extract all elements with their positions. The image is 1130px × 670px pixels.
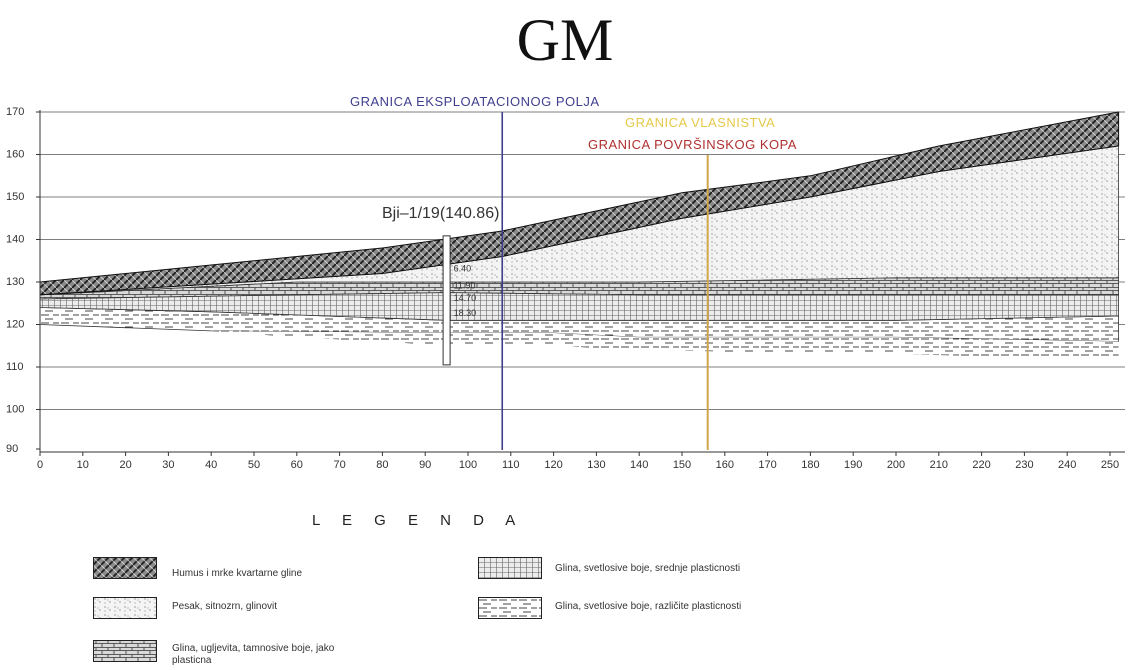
y-tick-label: 100 [6, 404, 24, 416]
legend-label-sand: Pesak, sitnozrn, glinovit [172, 601, 278, 612]
borehole-column [442, 235, 451, 366]
x-tick-label: 120 [544, 459, 562, 471]
legend-label-clay-variable: Glina, svetlosive boje, različite plasti… [555, 601, 742, 612]
y-tick-label: 120 [6, 319, 24, 331]
borehole-depth: 6.40 [454, 263, 472, 273]
borehole: Bji–1/19(140.86) 6.40 11.90 14.70 18.30 [382, 205, 499, 366]
x-tick-label: 210 [930, 459, 948, 471]
legend-swatch-coaly-clay [93, 640, 157, 662]
x-tick-label: 230 [1015, 459, 1033, 471]
legend-swatch-humus [93, 557, 157, 579]
legend-label-humus: Humus i mrke kvartarne gline [172, 568, 303, 579]
x-tick-label: 200 [887, 459, 905, 471]
x-tick-label: 50 [248, 459, 260, 471]
y-tick-label: 150 [6, 191, 24, 203]
legend-swatch-sand [93, 597, 157, 619]
x-tick-label: 30 [162, 459, 174, 471]
borehole-depth: 18.30 [454, 308, 477, 318]
x-tick-label: 180 [801, 459, 819, 471]
x-tick-label: 250 [1101, 459, 1119, 471]
borehole-depth: 14.70 [454, 293, 477, 303]
legend-label-clay-medium: Glina, svetlosive boje, srednje plasticn… [555, 563, 741, 574]
x-tick-label: 40 [205, 459, 217, 471]
x-tick-label: 170 [758, 459, 776, 471]
y-tick-label: 160 [6, 149, 24, 161]
x-axis-ticks: 0 10 20 30 40 50 60 70 80 90 100 110 120 130 140 150 160… [37, 452, 1119, 471]
exploitation-field-boundary-label: GRANICA EKSPLOATACIONOG POLJA [350, 94, 600, 109]
y-tick-label: 90 [6, 443, 18, 455]
x-tick-label: 240 [1058, 459, 1076, 471]
y-tick-label: 130 [6, 276, 24, 288]
legend-swatch-clay-variable [478, 597, 542, 619]
y-tick-label: 170 [6, 106, 24, 118]
x-tick-label: 220 [972, 459, 990, 471]
x-tick-label: 140 [630, 459, 648, 471]
x-tick-label: 20 [119, 459, 131, 471]
layer-humus [39, 111, 1120, 296]
x-tick-label: 160 [716, 459, 734, 471]
x-tick-label: 190 [844, 459, 862, 471]
x-tick-label: 100 [459, 459, 477, 471]
x-tick-label: 90 [419, 459, 431, 471]
y-axis-ticks: 170 160 150 140 130 120 110 100 90 [6, 106, 40, 455]
x-tick-label: 110 [502, 459, 520, 471]
x-tick-label: 10 [77, 459, 89, 471]
legend-swatch-clay-medium [478, 557, 542, 579]
legend-label-coaly-clay: Glina, ugljevita, tamnosive boje, jako p… [172, 643, 335, 666]
borehole-label: Bji–1/19(140.86) [382, 205, 499, 222]
borehole-depth: 11.90 [454, 280, 476, 290]
x-tick-label: 60 [291, 459, 303, 471]
open-pit-boundary-label: GRANICA POVRŠINSKOG KOPA [588, 137, 797, 152]
ownership-boundary-label: GRANICA VLASNISTVA [625, 115, 775, 130]
legend-title: L E G E N D A [312, 512, 525, 529]
x-tick-label: 70 [333, 459, 345, 471]
strata [39, 111, 1120, 359]
diagram-title: GM [516, 7, 614, 73]
x-tick-label: 130 [587, 459, 605, 471]
y-tick-label: 140 [6, 234, 24, 246]
x-tick-label: 0 [37, 459, 43, 471]
y-tick-label: 110 [6, 361, 24, 373]
x-tick-label: 80 [376, 459, 388, 471]
layer-clay-variable-plasticity-lens [40, 324, 1119, 359]
x-tick-label: 150 [673, 459, 691, 471]
